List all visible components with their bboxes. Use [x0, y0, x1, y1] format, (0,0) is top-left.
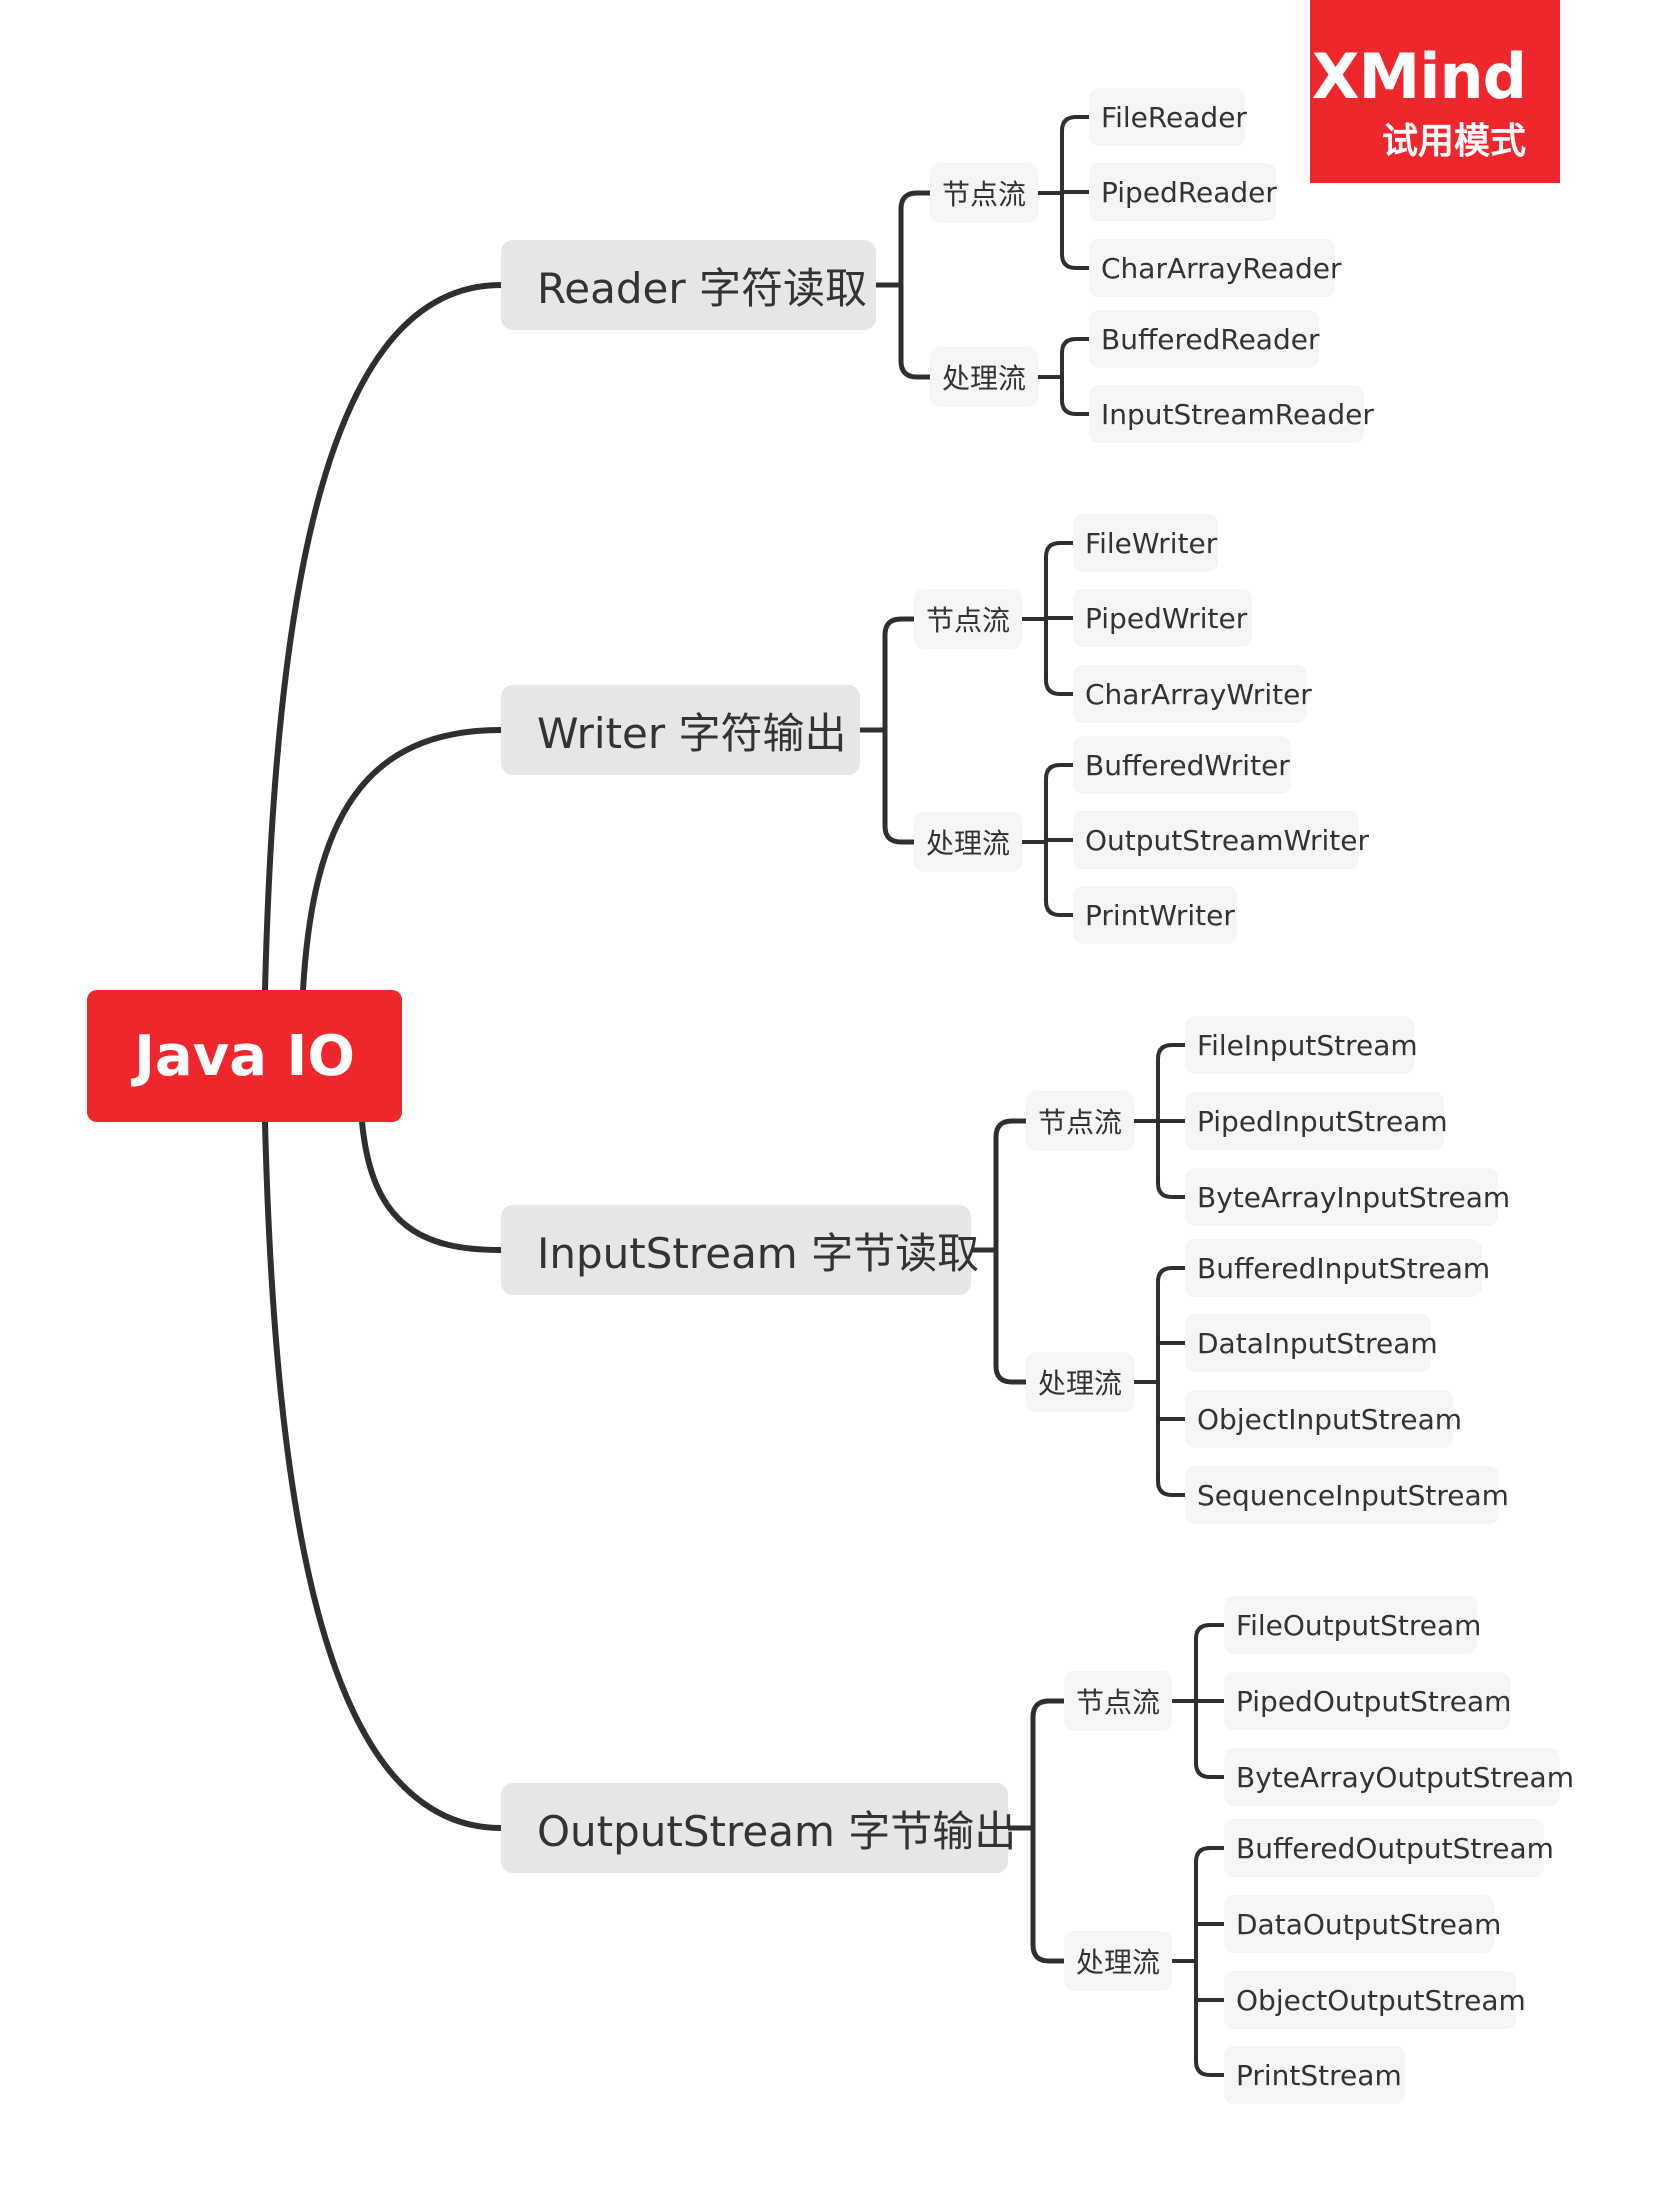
leaf-1-1-2[interactable]: PrintWriter [1073, 886, 1237, 944]
leaf-3-1-0[interactable]: BufferedOutputStream [1224, 1819, 1554, 1877]
leaf-3-1-2[interactable]: ObjectOutputStream [1224, 1971, 1526, 2029]
branch-topic-2[interactable]: InputStream 字节读取 [501, 1205, 979, 1295]
leaf-2-0-1[interactable]: PipedInputStream [1185, 1092, 1448, 1150]
branch-topic-1[interactable]: Writer 字符输出 [501, 685, 860, 775]
leaf-3-0-2[interactable]: ByteArrayOutputStream [1224, 1748, 1574, 1806]
group-1-0[interactable]: 节点流 [914, 589, 1022, 649]
leaf-0-0-0[interactable]: FileReader [1089, 88, 1247, 146]
leaf-2-1-3[interactable]: SequenceInputStream [1185, 1466, 1509, 1524]
leaf-0-1-1[interactable]: InputStreamReader [1089, 385, 1374, 443]
leaf-3-0-1[interactable]: PipedOutputStream [1224, 1672, 1511, 1730]
group-0-0[interactable]: 节点流 [930, 163, 1038, 223]
group-2-0[interactable]: 节点流 [1026, 1091, 1134, 1151]
leaf-2-1-0[interactable]: BufferedInputStream [1185, 1239, 1490, 1297]
group-0-1[interactable]: 处理流 [930, 347, 1038, 407]
leaf-1-0-1[interactable]: PipedWriter [1073, 589, 1252, 647]
leaf-2-0-2[interactable]: ByteArrayInputStream [1185, 1168, 1510, 1226]
xmind-trial-badge: XMind 试用模式 [1310, 0, 1560, 183]
leaf-1-1-0[interactable]: BufferedWriter [1073, 736, 1291, 794]
leaf-2-1-2[interactable]: ObjectInputStream [1185, 1390, 1462, 1448]
leaf-1-0-0[interactable]: FileWriter [1073, 514, 1218, 572]
xmind-logo-text: XMind [1311, 40, 1527, 113]
leaf-0-0-1[interactable]: PipedReader [1089, 163, 1277, 221]
group-3-0[interactable]: 节点流 [1064, 1671, 1172, 1731]
leaf-1-1-1[interactable]: OutputStreamWriter [1073, 811, 1369, 869]
leaf-3-1-3[interactable]: PrintStream [1224, 2046, 1405, 2104]
group-3-1[interactable]: 处理流 [1064, 1931, 1172, 1991]
trial-mode-label: 试用模式 [1381, 121, 1526, 162]
leaf-3-1-1[interactable]: DataOutputStream [1224, 1895, 1501, 1953]
leaf-2-0-0[interactable]: FileInputStream [1185, 1016, 1418, 1074]
group-2-1[interactable]: 处理流 [1026, 1352, 1134, 1412]
branch-topic-3[interactable]: OutputStream 字节输出 [501, 1783, 1016, 1873]
group-1-1[interactable]: 处理流 [914, 812, 1022, 872]
leaf-3-0-0[interactable]: FileOutputStream [1224, 1596, 1481, 1654]
leaf-2-1-1[interactable]: DataInputStream [1185, 1314, 1438, 1372]
branch-topic-0[interactable]: Reader 字符读取 [501, 240, 876, 330]
root-topic[interactable]: Java IO [87, 990, 402, 1122]
leaf-0-1-0[interactable]: BufferedReader [1089, 310, 1319, 368]
leaf-1-0-2[interactable]: CharArrayWriter [1073, 665, 1312, 723]
leaf-0-0-2[interactable]: CharArrayReader [1089, 239, 1341, 297]
